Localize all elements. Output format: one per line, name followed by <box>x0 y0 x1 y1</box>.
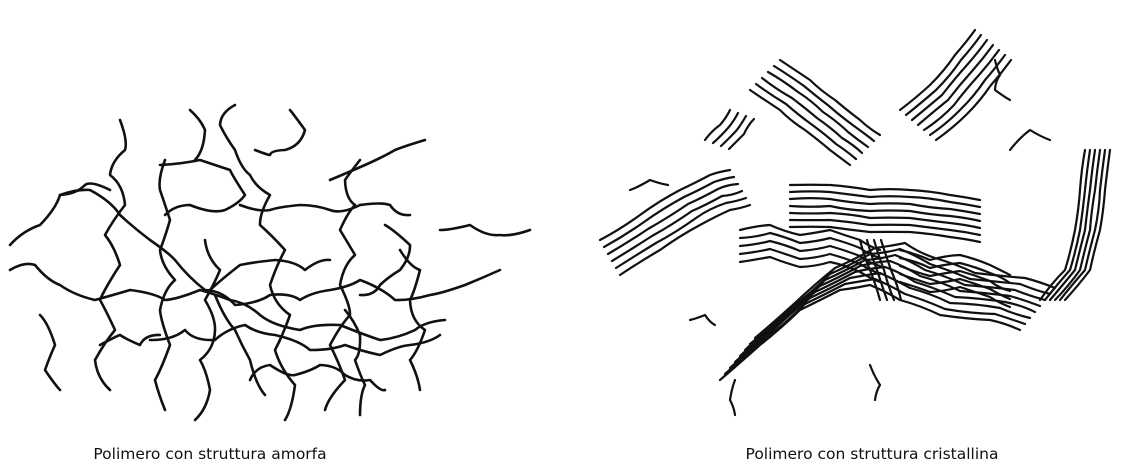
amorphous-chain <box>360 204 410 216</box>
amorphous-chain <box>400 250 425 390</box>
amorphous-chain <box>40 315 60 390</box>
crystalline-chain <box>740 233 880 258</box>
amorphous-chain <box>360 225 410 295</box>
crystalline-chain <box>762 78 862 153</box>
amorphous-structure <box>10 105 530 420</box>
amorphous-chain <box>345 310 365 415</box>
crystalline-structure <box>600 30 1110 415</box>
crystalline-chain <box>768 72 868 147</box>
amorphous-chain <box>195 240 220 420</box>
amorphous-chain <box>240 205 360 211</box>
amorphous-chain <box>190 110 205 160</box>
amorphous-chain <box>160 160 245 215</box>
crystalline-chain <box>730 380 735 415</box>
crystalline-chain <box>870 365 880 400</box>
crystalline-chain <box>1010 130 1050 150</box>
amorphous-chain <box>10 190 500 305</box>
crystalline-chain <box>690 315 715 325</box>
amorphous-chain <box>440 225 530 235</box>
amorphous-chain <box>215 295 265 395</box>
amorphous-chain <box>155 160 175 410</box>
crystalline-chain <box>740 225 880 250</box>
amorphous-chain <box>95 120 126 390</box>
crystalline-chain <box>705 110 730 140</box>
caption-amorphous: Polimero con struttura amorfa <box>93 445 326 463</box>
amorphous-chain <box>330 140 425 180</box>
amorphous-chain <box>255 110 305 155</box>
caption-crystalline: Polimero con struttura cristallina <box>746 445 999 463</box>
crystalline-chain <box>774 66 874 141</box>
crystalline-chain <box>630 180 668 190</box>
crystalline-chain <box>756 84 856 159</box>
